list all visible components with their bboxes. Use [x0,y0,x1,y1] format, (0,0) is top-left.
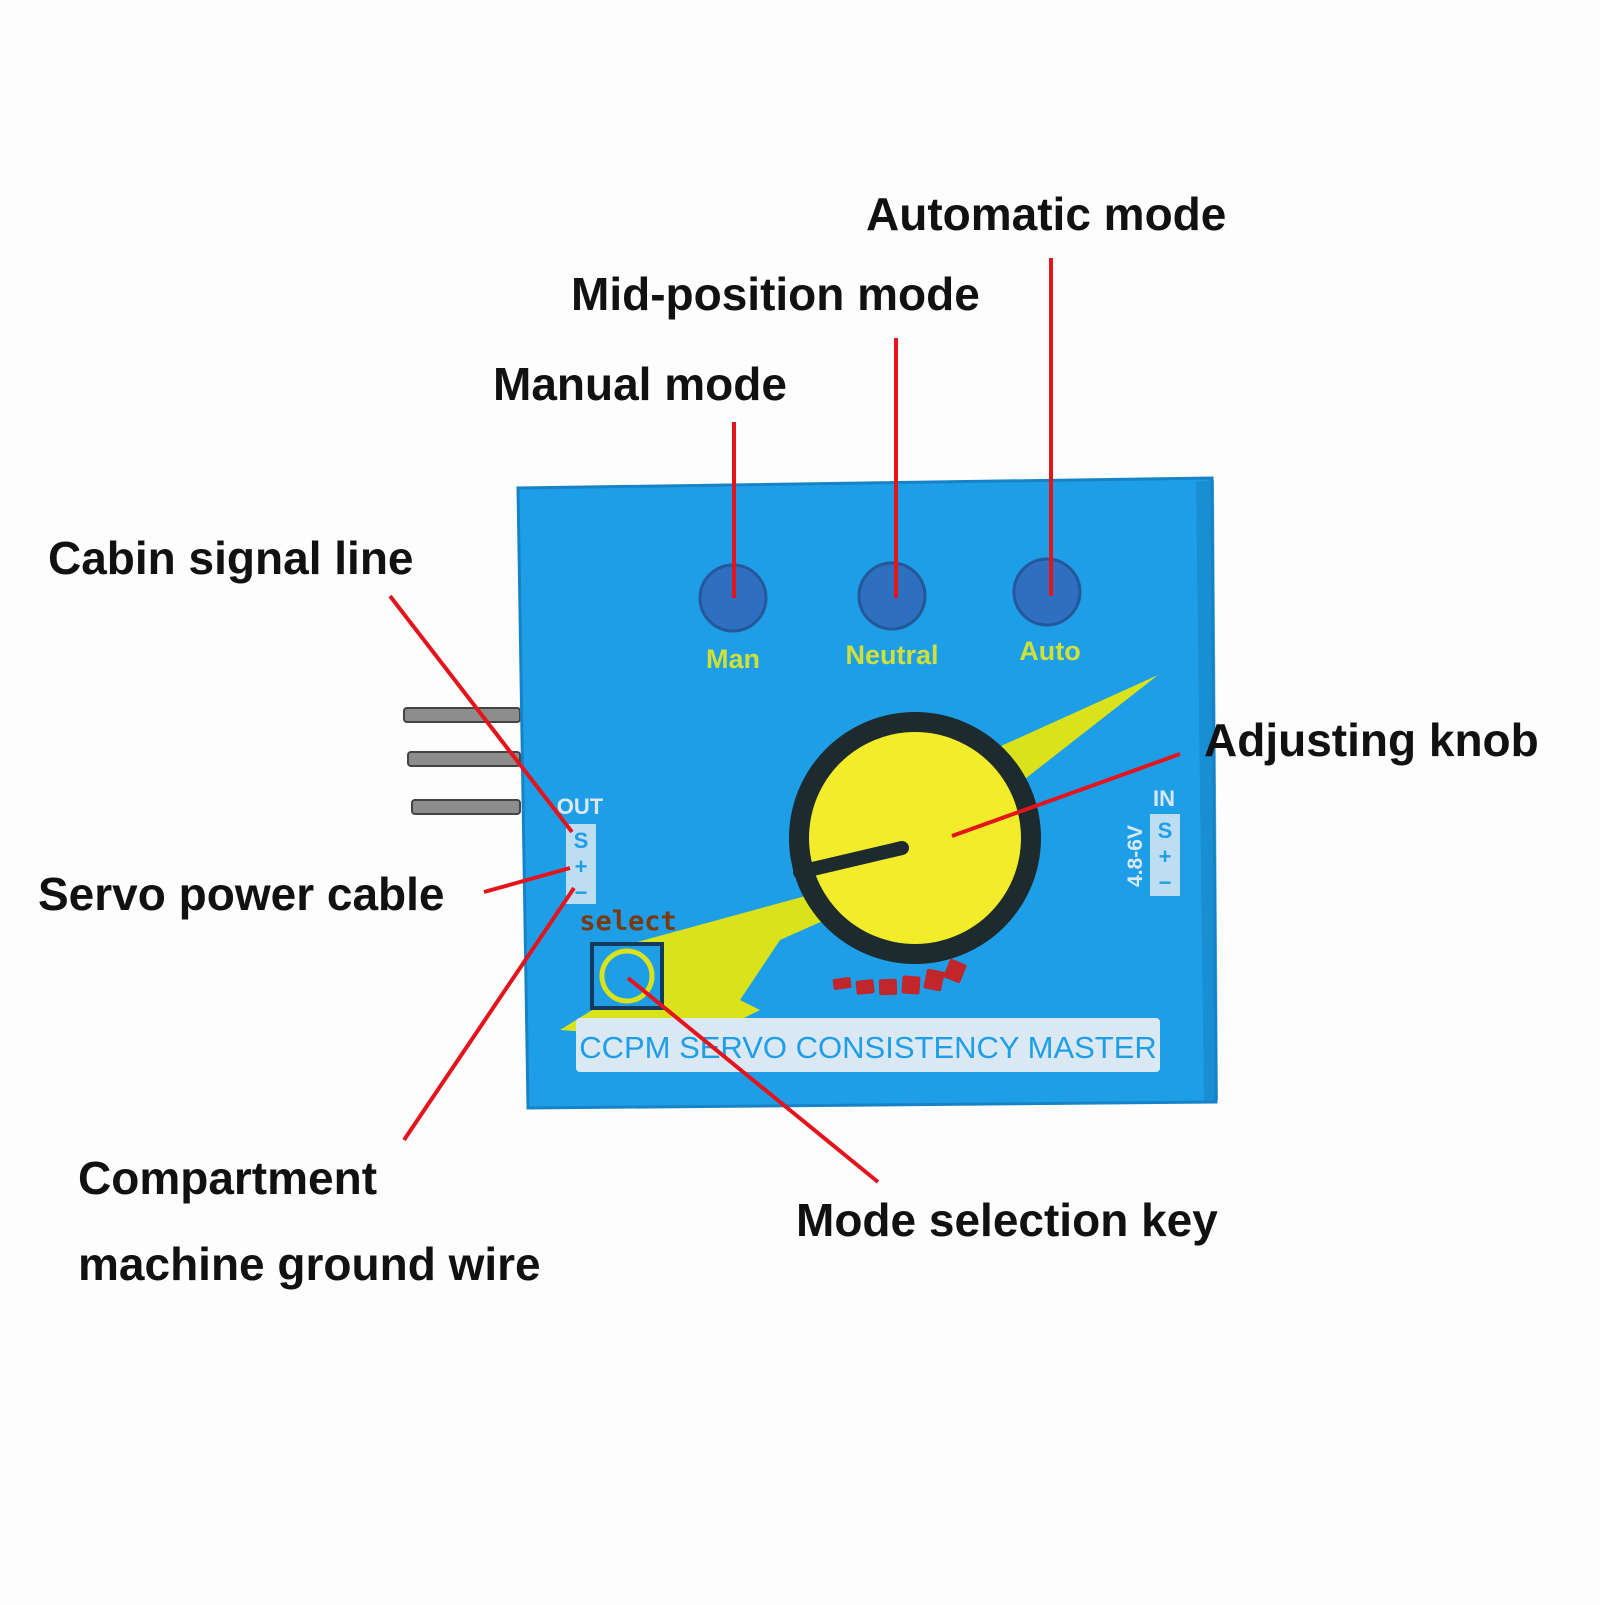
out-header-label: OUT [557,794,604,819]
led-label-neutral: Neutral [845,640,938,670]
callout-compartment-line2: machine ground wire [78,1238,541,1290]
knob-face [809,732,1021,944]
callout-compartment-line1: Compartment [78,1152,378,1204]
callout-manual-mode: Manual mode [493,358,787,410]
out-pin-label-block: OUT S + − [557,794,604,905]
knob-pointer [793,841,909,879]
callout-automatic-mode: Automatic mode [866,188,1227,240]
signal-pin [403,707,521,723]
select-label: select [579,906,677,937]
adjusting-knob[interactable] [789,712,1041,964]
ground-pin [411,799,521,815]
in-pin-label-block: IN S + − 4.8-6V [1124,786,1180,896]
led-label-man: Man [706,644,760,674]
led-label-auto: Auto [1019,636,1080,666]
mode-selection-key[interactable]: select [579,906,677,1010]
brand-banner-text: CCPM SERVO CONSISTENCY MASTER [579,1030,1157,1065]
leader-mode-selection-key [626,976,880,1184]
power-pin [407,751,521,767]
neutral-mode-led [857,561,927,631]
out-pin-s: S [574,828,589,853]
brand-banner: CCPM SERVO CONSISTENCY MASTER [576,1018,1160,1072]
leader-adjusting-knob [951,752,1181,838]
brand-banner-plate [576,1018,1160,1072]
callout-servo-power-cable: Servo power cable [38,868,445,920]
callout-mid-position-mode: Mid-position mode [571,268,980,320]
out-pin-plus: + [575,854,588,879]
callout-adjusting-knob: Adjusting knob [1204,714,1539,766]
output-header-pins [403,707,521,815]
leader-lines [388,258,1181,1184]
in-pin-s: S [1158,818,1173,843]
in-header-label: IN [1153,786,1175,811]
mode-leds: Man Neutral Auto [698,557,1082,674]
in-pin-strip [1150,814,1180,896]
select-key-ring [599,948,655,1004]
callout-mode-selection-key: Mode selection key [796,1194,1218,1246]
auto-mode-led [1012,557,1082,627]
leader-compartment-ground [402,886,576,1142]
in-pin-plus: + [1159,844,1172,869]
out-pin-minus: − [575,880,588,905]
position-indicator-bars [832,958,967,996]
voltage-label: 4.8-6V [1124,825,1147,887]
callout-cabin-signal-line: Cabin signal line [48,532,414,584]
leader-servo-power-cable [483,866,571,894]
leader-cabin-signal-line [388,594,574,834]
in-pin-minus: − [1159,870,1172,895]
